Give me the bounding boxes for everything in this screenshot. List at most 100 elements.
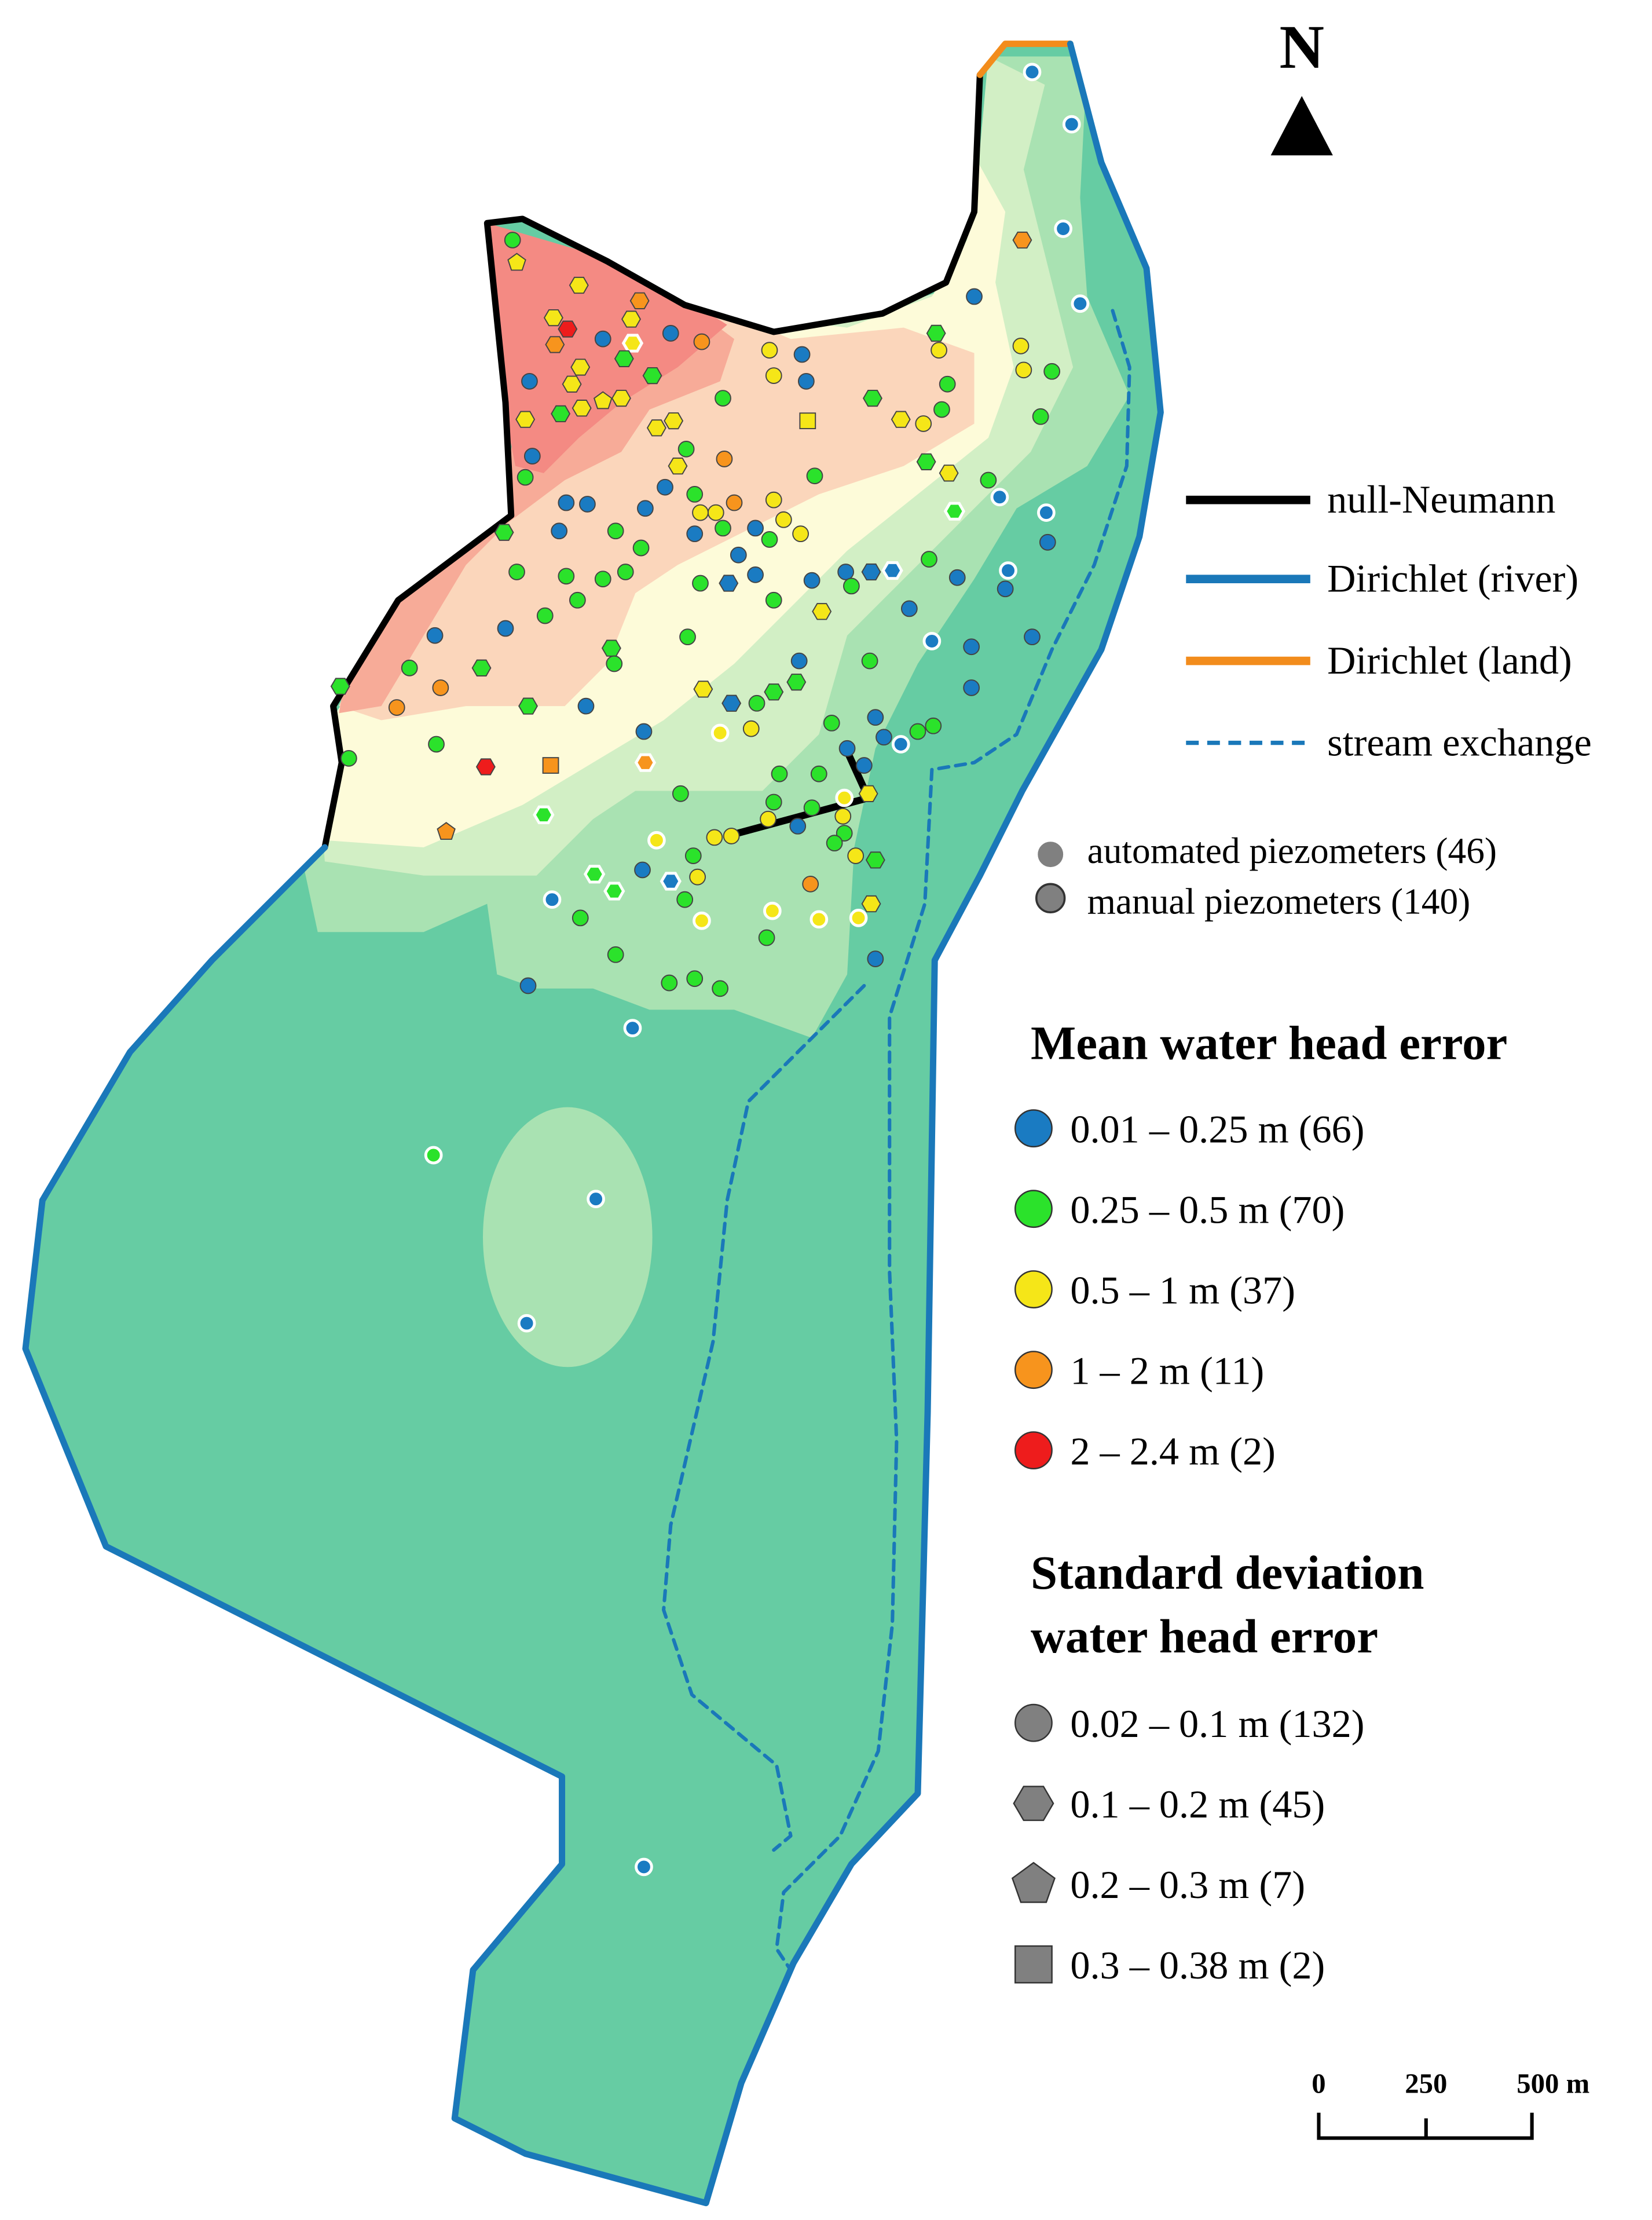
piezometer-circle-marker[interactable] (521, 372, 538, 390)
piezometer-circle-marker[interactable] (551, 522, 568, 540)
piezometer-hexagon-marker[interactable] (515, 411, 536, 428)
piezometer-circle-marker[interactable] (606, 655, 623, 672)
piezometer-circle-marker[interactable] (715, 390, 731, 407)
piezometer-circle-marker[interactable] (855, 757, 873, 774)
piezometer-circle-marker[interactable] (710, 723, 730, 743)
piezometer-hexagon-marker[interactable] (861, 563, 881, 581)
piezometer-hexagon-marker[interactable] (862, 389, 882, 407)
piezometer-circle-marker[interactable] (672, 785, 689, 802)
piezometer-circle-marker[interactable] (1043, 363, 1061, 380)
piezometer-hexagon-marker[interactable] (721, 694, 742, 712)
piezometer-circle-marker[interactable] (579, 496, 596, 513)
piezometer-circle-marker[interactable] (775, 511, 792, 528)
piezometer-circle-marker[interactable] (997, 580, 1014, 598)
piezometer-circle-marker[interactable] (577, 697, 595, 715)
piezometer-circle-marker[interactable] (504, 232, 521, 248)
piezometer-circle-marker[interactable] (679, 628, 696, 646)
piezometer-circle-marker[interactable] (1032, 408, 1049, 425)
piezometer-hexagon-marker[interactable] (660, 872, 682, 891)
piezometer-circle-marker[interactable] (635, 1857, 653, 1877)
piezometer-circle-marker[interactable] (587, 1190, 605, 1208)
piezometer-circle-marker[interactable] (803, 799, 820, 817)
piezometer-circle-marker[interactable] (765, 793, 782, 811)
piezometer-circle-marker[interactable] (922, 632, 942, 650)
piezometer-circle-marker[interactable] (432, 679, 449, 696)
piezometer-circle-marker[interactable] (661, 974, 678, 992)
piezometer-circle-marker[interactable] (836, 825, 853, 842)
piezometer-circle-marker[interactable] (835, 788, 854, 807)
piezometer-circle-marker[interactable] (607, 522, 624, 540)
piezometer-pentagon-marker[interactable] (507, 253, 526, 271)
piezometer-circle-marker[interactable] (909, 723, 926, 740)
piezometer-circle-marker[interactable] (388, 699, 405, 716)
piezometer-circle-marker[interactable] (792, 525, 809, 543)
piezometer-circle-marker[interactable] (707, 504, 724, 521)
piezometer-circle-marker[interactable] (915, 415, 932, 432)
piezometer-hexagon-marker[interactable] (764, 683, 784, 701)
piezometer-circle-marker[interactable] (558, 568, 575, 585)
piezometer-circle-marker[interactable] (706, 829, 723, 846)
piezometer-circle-marker[interactable] (925, 717, 942, 734)
piezometer-hexagon-marker[interactable] (572, 400, 592, 417)
piezometer-pentagon-marker[interactable] (437, 822, 456, 840)
piezometer-circle-marker[interactable] (834, 807, 852, 825)
piezometer-circle-marker[interactable] (999, 561, 1017, 580)
piezometer-circle-marker[interactable] (1071, 294, 1090, 313)
piezometer-hexagon-marker[interactable] (939, 465, 959, 482)
piezometer-circle-marker[interactable] (517, 469, 534, 486)
piezometer-hexagon-marker[interactable] (891, 411, 911, 428)
piezometer-hexagon-marker[interactable] (611, 389, 631, 407)
piezometer-circle-marker[interactable] (692, 575, 709, 592)
piezometer-hexagon-marker[interactable] (543, 309, 563, 327)
piezometer-hexagon-marker[interactable] (858, 785, 878, 802)
piezometer-hexagon-marker[interactable] (621, 334, 644, 353)
piezometer-circle-marker[interactable] (849, 909, 868, 927)
piezometer-pentagon-marker[interactable] (593, 391, 613, 409)
piezometer-circle-marker[interactable] (921, 551, 937, 568)
piezometer-circle-marker[interactable] (761, 531, 778, 548)
piezometer-hexagon-marker[interactable] (881, 561, 903, 580)
piezometer-circle-marker[interactable] (761, 342, 778, 359)
piezometer-hexagon-marker[interactable] (475, 758, 496, 776)
piezometer-circle-marker[interactable] (623, 1019, 642, 1037)
piezometer-circle-marker[interactable] (607, 946, 624, 963)
piezometer-circle-marker[interactable] (519, 977, 537, 994)
piezometer-circle-marker[interactable] (634, 861, 651, 879)
piezometer-circle-marker[interactable] (647, 831, 666, 850)
piezometer-circle-marker[interactable] (803, 572, 820, 589)
piezometer-circle-marker[interactable] (686, 525, 704, 543)
piezometer-circle-marker[interactable] (838, 740, 856, 757)
piezometer-circle-marker[interactable] (771, 765, 788, 782)
piezometer-hexagon-marker[interactable] (518, 697, 538, 715)
piezometer-circle-marker[interactable] (726, 494, 743, 511)
piezometer-circle-marker[interactable] (876, 729, 892, 746)
piezometer-circle-marker[interactable] (763, 901, 782, 920)
piezometer-circle-marker[interactable] (1037, 503, 1056, 522)
piezometer-circle-marker[interactable] (847, 847, 865, 864)
piezometer-circle-marker[interactable] (686, 970, 704, 988)
piezometer-circle-marker[interactable] (867, 950, 884, 967)
piezometer-circle-marker[interactable] (963, 638, 980, 656)
piezometer-hexagon-marker[interactable] (494, 524, 514, 541)
piezometer-circle-marker[interactable] (765, 367, 782, 384)
piezometer-circle-marker[interactable] (693, 333, 710, 350)
piezometer-circle-marker[interactable] (1024, 628, 1041, 646)
piezometer-circle-marker[interactable] (809, 910, 829, 929)
piezometer-square-marker[interactable] (542, 757, 559, 774)
piezometer-circle-marker[interactable] (797, 372, 815, 390)
piezometer-hexagon-marker[interactable] (583, 865, 606, 884)
piezometer-hexagon-marker[interactable] (614, 350, 634, 367)
piezometer-circle-marker[interactable] (823, 715, 840, 732)
piezometer-hexagon-marker[interactable] (570, 359, 591, 376)
piezometer-circle-marker[interactable] (676, 891, 694, 908)
piezometer-hexagon-marker[interactable] (634, 753, 657, 772)
piezometer-circle-marker[interactable] (747, 566, 764, 583)
piezometer-hexagon-marker[interactable] (719, 575, 739, 592)
piezometer-circle-marker[interactable] (790, 652, 808, 670)
piezometer-circle-marker[interactable] (569, 591, 586, 609)
piezometer-circle-marker[interactable] (1054, 220, 1072, 238)
piezometer-circle-marker[interactable] (637, 500, 654, 517)
piezometer-circle-marker[interactable] (789, 818, 807, 835)
piezometer-hexagon-marker[interactable] (629, 292, 650, 309)
piezometer-hexagon-marker[interactable] (551, 405, 571, 423)
